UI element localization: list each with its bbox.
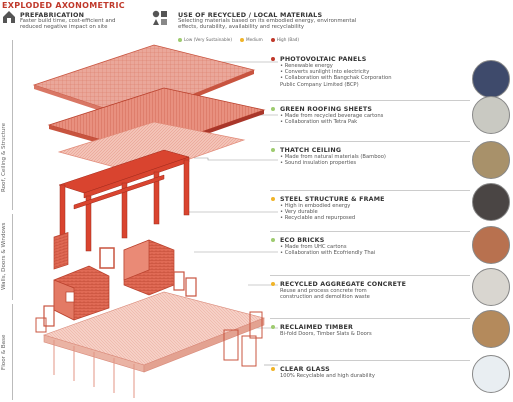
floor-band [0, 304, 13, 400]
prefabrication-text: Faster build time, cost-efficient and re… [20, 18, 116, 31]
swatch-thatch [472, 141, 510, 179]
rating-dot-green-roofing [271, 107, 275, 111]
swatch-glass [472, 355, 510, 393]
roof-band [0, 40, 13, 210]
house-icon [3, 11, 15, 23]
rating-dot-photovoltaic [271, 57, 275, 61]
exploded-axonometric-drawing [32, 44, 278, 398]
rating-dot-eco-bricks [271, 238, 275, 242]
divider [270, 360, 470, 361]
material-thatch: THATCH CEILING • Made from natural mater… [280, 147, 386, 167]
legend-low: Low (Very Sustainable) [178, 37, 232, 42]
legend-high: High (Bad) [270, 37, 299, 42]
swatch-photovoltaic [472, 60, 510, 98]
rating-dot-steel [271, 197, 275, 201]
divider [270, 100, 470, 101]
swatch-steel [472, 183, 510, 221]
divider [270, 190, 470, 191]
rating-dot-timber [271, 325, 275, 329]
swatch-concrete [472, 268, 510, 306]
materials-icon [152, 10, 167, 25]
rating-dot-glass [271, 367, 275, 371]
swatch-timber [472, 310, 510, 348]
divider [270, 318, 470, 319]
material-glass: CLEAR GLASS 100% Recyclable and high dur… [280, 366, 375, 379]
prefabrication-heading: PREFABRICATION [20, 11, 85, 19]
material-steel: STEEL STRUCTURE & FRAME • High in embodi… [280, 196, 385, 222]
material-eco-bricks: ECO BRICKS • Made from UHC cartons • Col… [280, 237, 376, 257]
divider [270, 141, 470, 142]
steel-frame-layer [58, 149, 190, 252]
timber-slats [223, 311, 263, 367]
wall-elements [35, 231, 197, 333]
divider [270, 231, 470, 232]
swatch-eco-bricks [472, 226, 510, 264]
rating-dot-thatch [271, 148, 275, 152]
recycled-text: Selecting materials based on its embodie… [178, 18, 357, 31]
side-label-floor: Floor & Base [1, 334, 7, 370]
material-timber: RECLAIMED TIMBER Bi-fold Doors, Timber S… [280, 324, 372, 337]
swatch-green-roofing [472, 96, 510, 134]
recycled-heading: USE OF RECYCLED / LOCAL MATERIALS [178, 11, 323, 19]
divider [270, 275, 470, 276]
legend-medium: Medium [239, 37, 263, 42]
side-label-roof: Roof, Ceiling & Structure [1, 122, 7, 192]
material-concrete: RECYCLED AGGREGATE CONCRETE Reuse and pr… [280, 281, 407, 301]
floor-platform [43, 291, 265, 398]
material-green-roofing: GREEN ROOFING SHEETS • Made from recycle… [280, 106, 384, 126]
sustainability-legend: Low (Very Sustainable) Medium High (Bad) [178, 37, 299, 42]
rating-dot-concrete [271, 282, 275, 286]
walls-band [0, 214, 13, 300]
page-title: EXPLODED AXONOMETRIC [2, 1, 125, 10]
side-label-walls: Walls, Doors & Windows [1, 222, 7, 290]
material-photovoltaic: PHOTOVOLTAIC PANELS • Renewable energy •… [280, 56, 392, 88]
